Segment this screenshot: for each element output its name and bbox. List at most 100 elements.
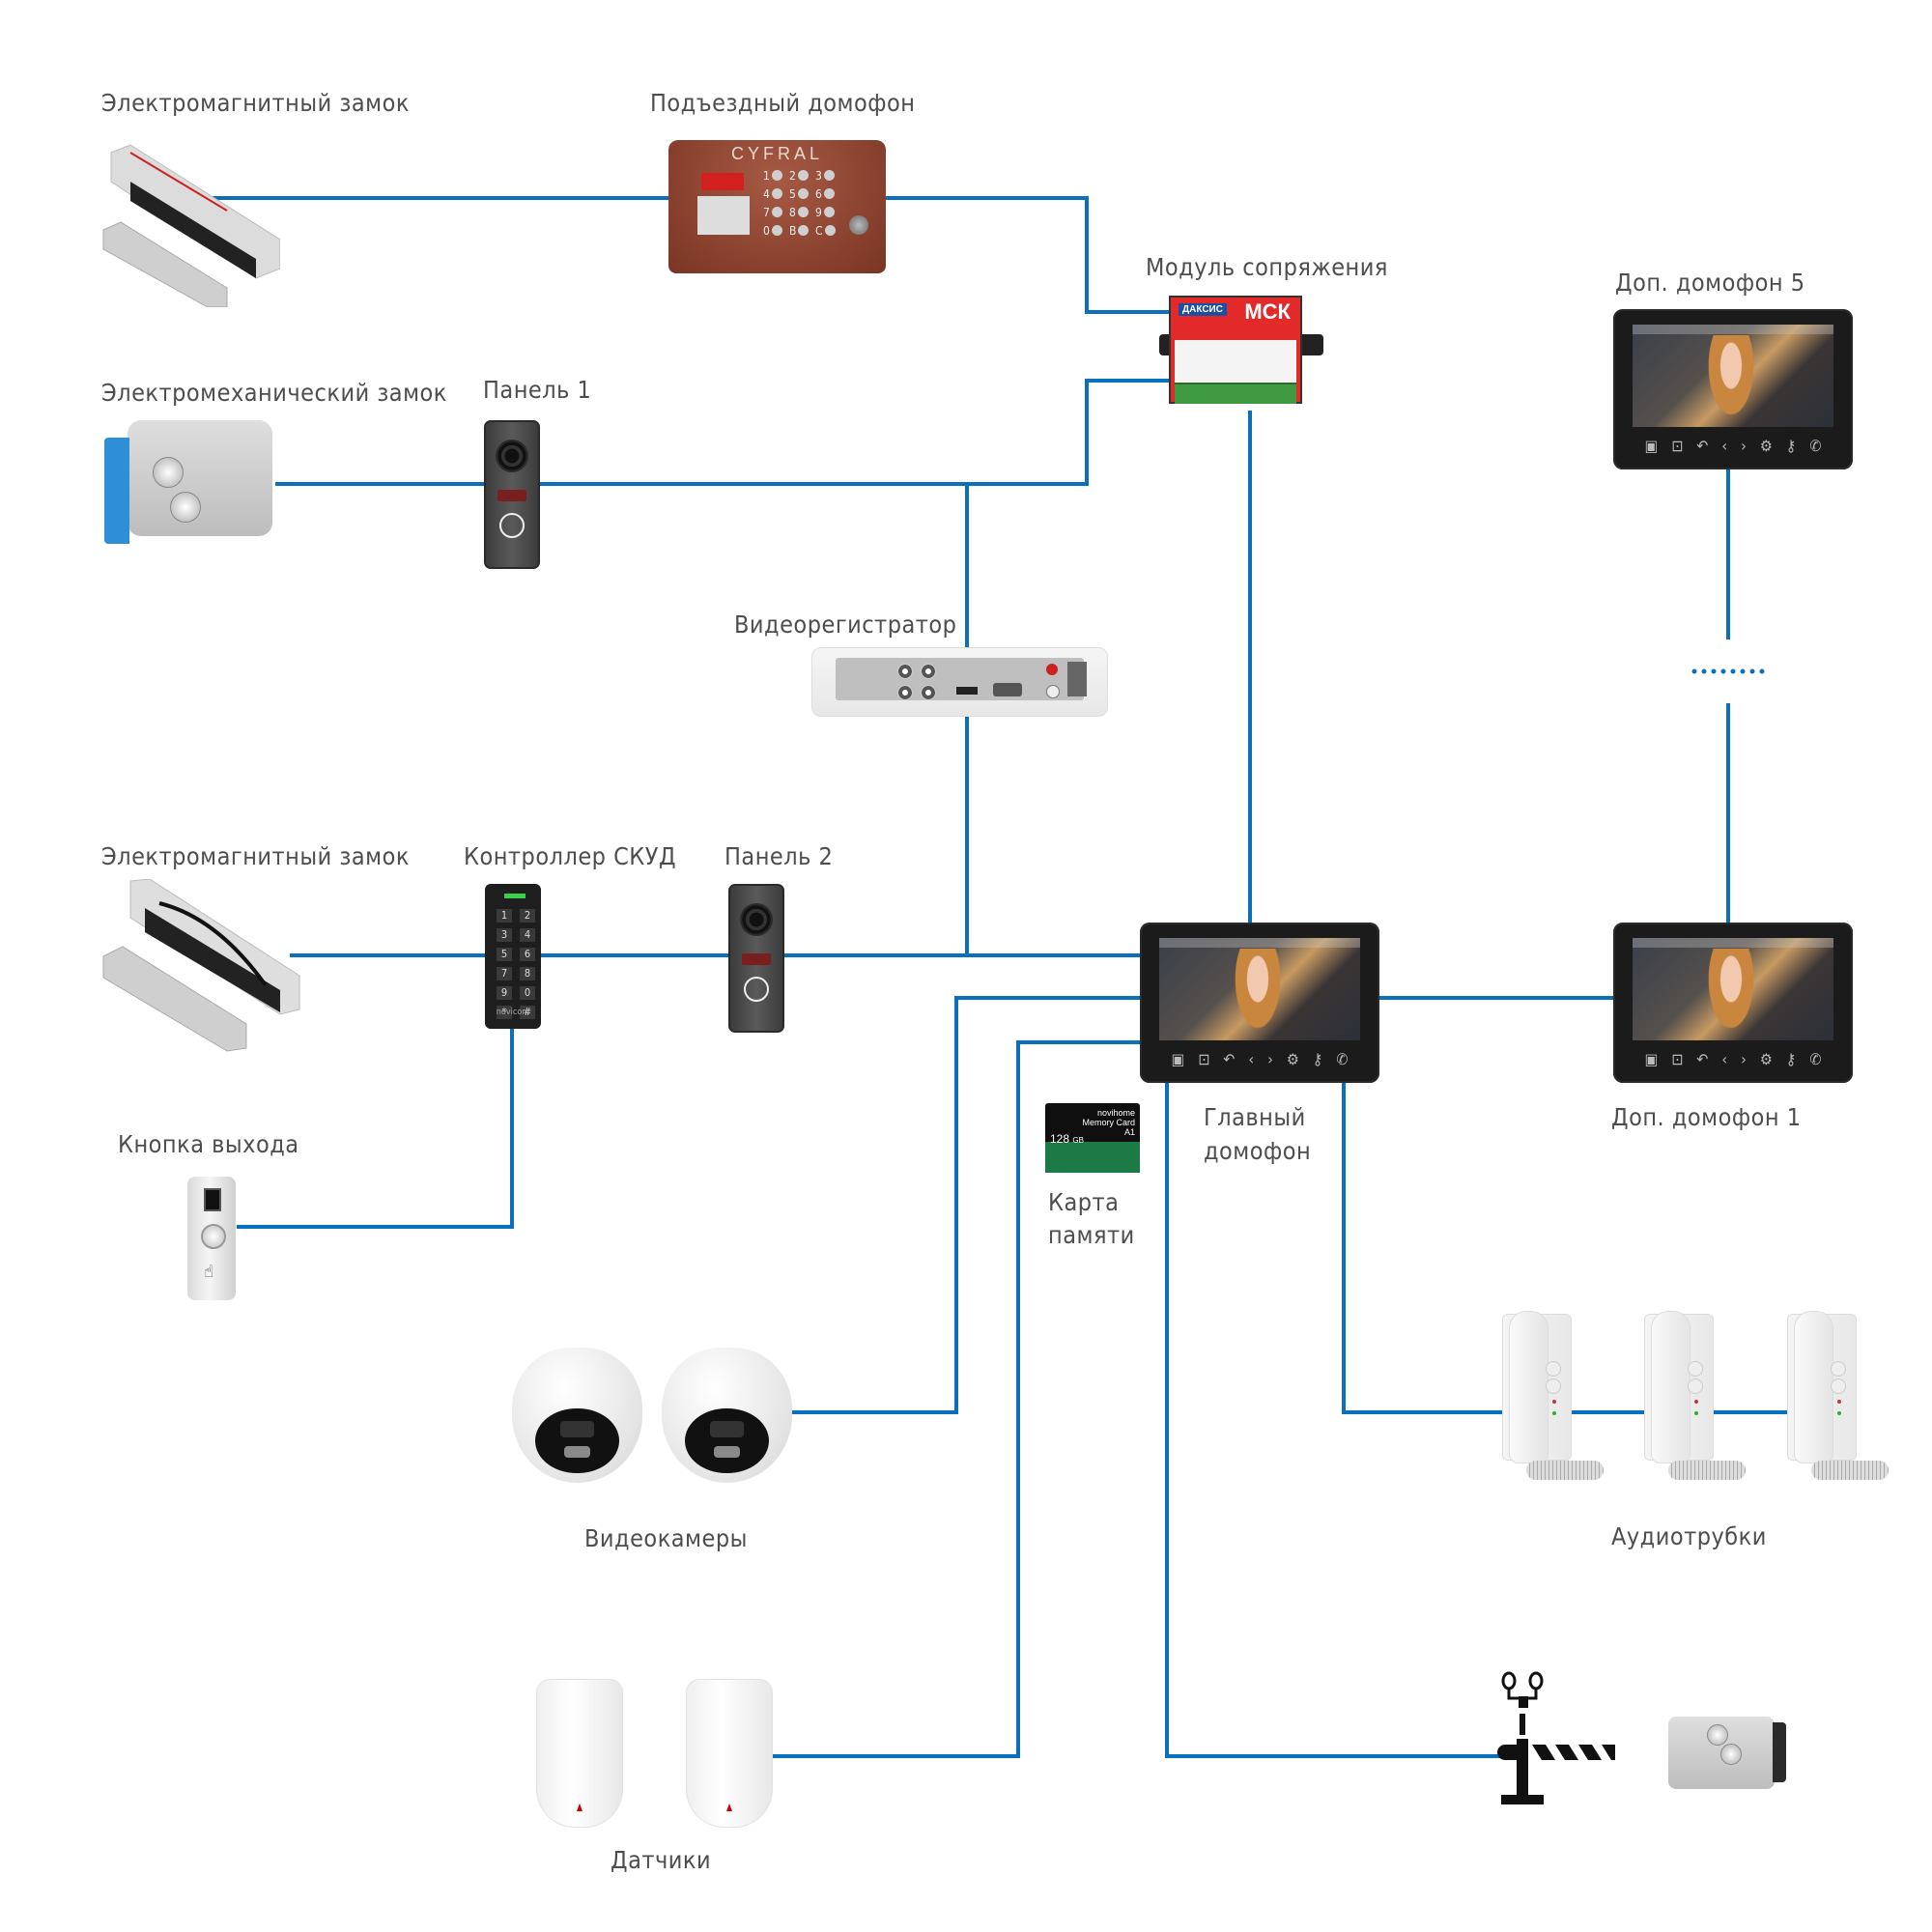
- label-panel-1: Панель 1: [483, 376, 592, 404]
- label-sensors: Датчики: [611, 1846, 712, 1874]
- camera-1-device: [512, 1348, 642, 1483]
- camera-lens-icon: [685, 1408, 769, 1474]
- key: 7: [497, 967, 512, 980]
- module-model: МСК: [1244, 299, 1291, 324]
- intercom-instructions: [697, 196, 750, 235]
- call-button-icon: [499, 513, 525, 538]
- label-panel-2: Панель 2: [724, 842, 834, 870]
- handset-3-device: [1787, 1311, 1857, 1463]
- barrier-device: [1497, 1671, 1652, 1806]
- label-memory-card-line1: Карта: [1048, 1188, 1120, 1216]
- exit-button-device: ☝: [187, 1177, 236, 1300]
- dvr-device: [811, 647, 1108, 717]
- key: C: [815, 224, 838, 238]
- extra-monitor-1-device: ▣⊡↶‹›⚙⚷✆: [1613, 923, 1853, 1083]
- key: 6: [815, 187, 838, 201]
- label-extra-monitor-5: Доп. домофон 5: [1615, 269, 1805, 297]
- em-lock-top-device: [101, 143, 281, 308]
- mech-lock-device: [104, 420, 272, 544]
- door-icon: [204, 1188, 221, 1211]
- wire-panel1-to-module: [536, 379, 1188, 486]
- panel-1-device: [484, 420, 540, 569]
- label-extra-monitor-1: Доп. домофон 1: [1611, 1103, 1802, 1131]
- key: B: [789, 224, 812, 238]
- controller-brand: novicom: [496, 1008, 530, 1017]
- lock-key-cylinder-icon: [170, 492, 201, 523]
- entrance-intercom-device: CYFRAL 1 2 3 4 5 6 7 8 9 0 B C: [668, 140, 886, 273]
- extra-monitor-5-device: ▣⊡↶‹›⚙⚷✆: [1613, 309, 1853, 469]
- interface-module-device: ДАКСИС МСК: [1159, 296, 1323, 412]
- handset-1-cord: [1526, 1461, 1604, 1480]
- handset-2-device: [1644, 1311, 1714, 1463]
- module-brand: ДАКСИС: [1179, 303, 1227, 316]
- key: 5: [789, 187, 812, 201]
- key: 9: [497, 986, 512, 1000]
- lock-cylinder-icon: [1707, 1724, 1728, 1746]
- wire-controller-to-exit-button: [237, 1029, 514, 1229]
- ir-leds: [742, 953, 771, 965]
- card-brand: novihome: [1096, 1108, 1135, 1118]
- key: 1: [497, 909, 512, 923]
- wire-entrance-intercom-to-module: [884, 196, 1188, 314]
- key: 2: [520, 909, 535, 923]
- panel-2-device: [728, 884, 784, 1033]
- label-mech-lock: Электромеханический замок: [101, 379, 447, 407]
- key: 4: [520, 928, 535, 942]
- label-access-controller: Контроллер СКУД: [464, 842, 677, 870]
- key: 0: [763, 224, 786, 238]
- camera-lens-icon: [496, 440, 528, 472]
- wire-main-monitor-to-sensors: [768, 1040, 1140, 1758]
- key: 1: [763, 169, 786, 183]
- monitor-button-icons: ▣⊡↶‹›⚙⚷✆: [1171, 1050, 1349, 1068]
- lock-side-plate: [104, 438, 129, 544]
- label-handsets: Аудиотрубки: [1611, 1522, 1767, 1550]
- call-button-icon: [744, 977, 769, 1002]
- em-lock-icon: [102, 144, 281, 308]
- sensor-2-device: [686, 1679, 773, 1828]
- label-memory-card-line2: памяти: [1048, 1221, 1135, 1249]
- wire-main-monitor-to-cameras: [787, 996, 1140, 1414]
- label-entrance-intercom: Подъездный домофон: [650, 89, 916, 117]
- camera-lens-icon: [740, 903, 773, 936]
- handset-2-cord: [1668, 1461, 1746, 1480]
- sensor-led-icon: [577, 1804, 582, 1811]
- intercom-display: [701, 173, 744, 190]
- status-led: [504, 894, 526, 898]
- module-terminal-block: [1175, 383, 1296, 404]
- label-main-monitor-line1: Главный: [1204, 1103, 1306, 1131]
- barrier-icon: [1497, 1671, 1615, 1804]
- key: 8: [789, 206, 812, 219]
- key: 9: [815, 206, 838, 219]
- wire-main-monitor-to-handsets: [1342, 1082, 1507, 1414]
- key: 2: [789, 169, 812, 183]
- em-lock-icon: [102, 878, 300, 1052]
- key: 8: [520, 967, 535, 980]
- main-monitor-device: ▣⊡↶‹›⚙⚷✆: [1140, 923, 1379, 1083]
- label-em-lock-top: Электромагнитный замок: [101, 89, 410, 117]
- card-class: A1: [1123, 1127, 1135, 1137]
- lock-key-cylinder-icon: [1720, 1744, 1742, 1765]
- label-dvr: Видеорегистратор: [734, 611, 957, 639]
- em-lock-bottom-device: [101, 878, 304, 1053]
- key: 5: [497, 948, 512, 961]
- sensor-1-device: [536, 1679, 623, 1828]
- monitor-button-icons: ▣⊡↶‹›⚙⚷✆: [1644, 437, 1822, 455]
- ellipsis-dots: [1691, 668, 1765, 674]
- handset-3-cord: [1811, 1461, 1889, 1480]
- label-cameras: Видеокамеры: [584, 1524, 748, 1552]
- card-unit: GB: [1072, 1136, 1084, 1145]
- ir-leds: [497, 490, 526, 501]
- lock-cylinder-icon: [153, 457, 184, 488]
- label-em-lock-bottom: Электромагнитный замок: [101, 842, 410, 870]
- access-controller-device: 1 2 3 4 5 6 7 8 9 0 * # novicom: [485, 884, 541, 1029]
- key: 6: [520, 948, 535, 961]
- push-button-icon: [201, 1223, 226, 1249]
- controller-keypad: 1 2 3 4 5 6 7 8 9 0 * #: [497, 909, 535, 1019]
- card-type: Memory Card: [1082, 1118, 1135, 1127]
- key: *: [497, 1006, 512, 1019]
- label-interface-module: Модуль сопряжения: [1146, 253, 1388, 281]
- camera-lens-icon: [535, 1408, 619, 1474]
- wire-main-monitor-to-barrier: [1165, 1082, 1507, 1758]
